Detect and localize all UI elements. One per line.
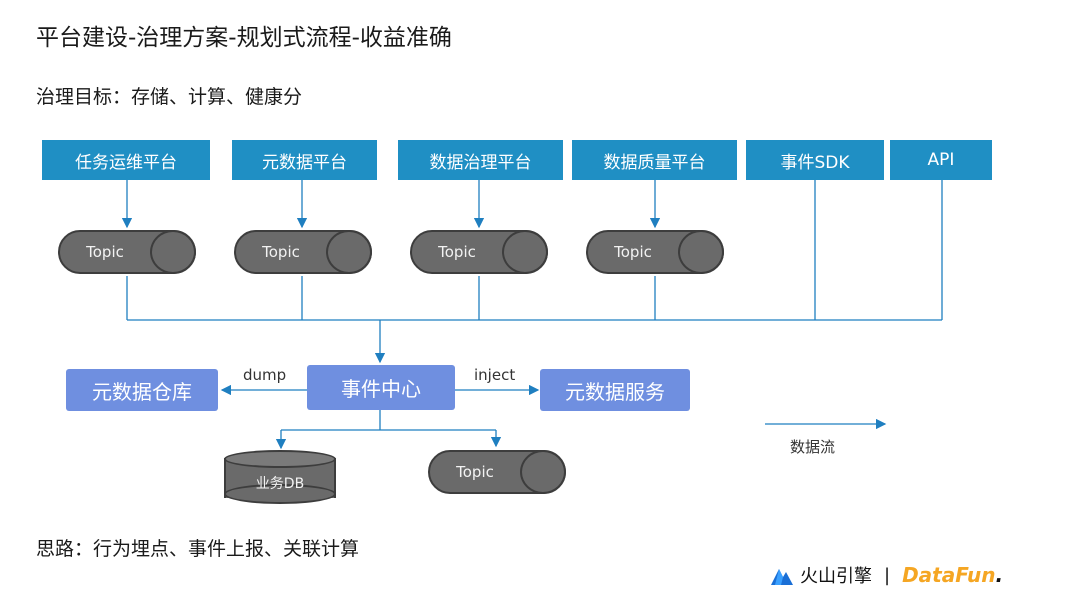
brand-datafun: DataFun xyxy=(902,563,996,587)
source-metadata-platform: 元数据平台 xyxy=(232,140,377,180)
source-data-quality-platform: 数据质量平台 xyxy=(572,140,737,180)
topic-cylinder: Topic xyxy=(586,230,724,274)
topic-cylinder: Topic xyxy=(234,230,372,274)
business-db-cylinder: 业务DB xyxy=(224,450,336,504)
topic-cap xyxy=(678,230,724,274)
topic-label: Topic xyxy=(614,243,652,261)
topic-label: Topic xyxy=(438,243,476,261)
db-bottom xyxy=(224,484,336,504)
source-data-governance-platform: 数据治理平台 xyxy=(398,140,563,180)
brand-volcengine: 火山引擎 xyxy=(800,566,872,587)
metadata-service: 元数据服务 xyxy=(540,369,690,411)
db-top xyxy=(224,450,336,468)
approach-text: 思路：行为埋点、事件上报、关联计算 xyxy=(36,538,360,560)
governance-goal: 治理目标：存储、计算、健康分 xyxy=(36,86,303,108)
brand-separator: | xyxy=(884,564,891,586)
topic-cap xyxy=(326,230,372,274)
topic-cylinder: Topic xyxy=(58,230,196,274)
topic-cap xyxy=(150,230,196,274)
topic-cap xyxy=(520,450,566,494)
topic-cylinder: Topic xyxy=(410,230,548,274)
metadata-warehouse: 元数据仓库 xyxy=(66,369,218,411)
source-api: API xyxy=(890,140,992,180)
brand-datafun-dot: . xyxy=(995,563,1004,587)
edge-label-dump: dump xyxy=(243,366,287,384)
page-title: 平台建设-治理方案-规划式流程-收益准确 xyxy=(36,25,452,51)
legend-data-flow: 数据流 xyxy=(790,438,836,456)
db-label: 业务DB xyxy=(255,476,305,492)
topic-cylinder: Topic xyxy=(428,450,566,494)
source-task-ops-platform: 任务运维平台 xyxy=(42,140,210,180)
topic-cap xyxy=(502,230,548,274)
topic-label: Topic xyxy=(262,243,300,261)
edge-label-inject: inject xyxy=(474,366,516,384)
source-event-sdk: 事件SDK xyxy=(746,140,884,180)
brand-footer: 火山引擎 | DataFun. xyxy=(770,562,1003,588)
event-center: 事件中心 xyxy=(307,365,455,410)
topic-label: Topic xyxy=(456,463,494,481)
topic-label: Topic xyxy=(86,243,124,261)
volcano-logo-icon xyxy=(771,569,793,585)
